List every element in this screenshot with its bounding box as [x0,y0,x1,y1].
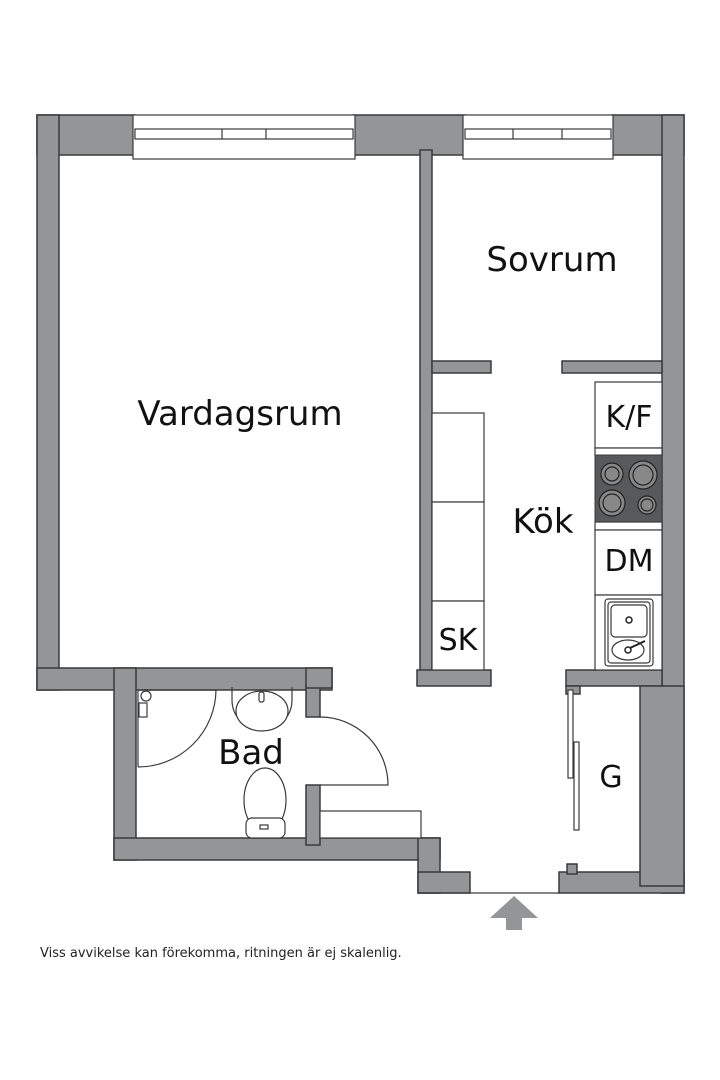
kitchen-sink-icon [604,598,654,667]
washbasin-icon [231,687,293,732]
window-bedroom [462,114,614,160]
hall-shelf [319,810,422,839]
wardrobe-sliding-doors [567,689,580,831]
disclaimer-text: Viss avvikelse kan förekomma, ritningen … [40,946,402,961]
walls [36,114,685,894]
toilet-icon [243,767,287,839]
room-label-bad: Bad [218,733,284,773]
fridge-freezer [594,381,663,449]
pantry-cabinet [431,600,485,671]
shower-icon [137,689,217,768]
stove-burners [598,460,658,517]
fixture-label-kf: K/F [605,400,652,435]
room-label-garderob: G [599,760,622,795]
entrance-arrow-icon [490,896,538,930]
room-label-sovrum: Sovrum [486,240,617,280]
fixture-label-dm: DM [605,544,654,579]
dishwasher [594,529,663,596]
window-living-room [132,114,356,160]
room-label-kok: Kök [512,502,573,542]
kitchen-left-counter [431,412,485,671]
fixture-label-sk: SK [439,623,479,658]
room-label-vardagsrum: Vardagsrum [137,394,342,434]
bathroom-door [319,716,389,786]
kitchen-right-counter [594,381,663,671]
